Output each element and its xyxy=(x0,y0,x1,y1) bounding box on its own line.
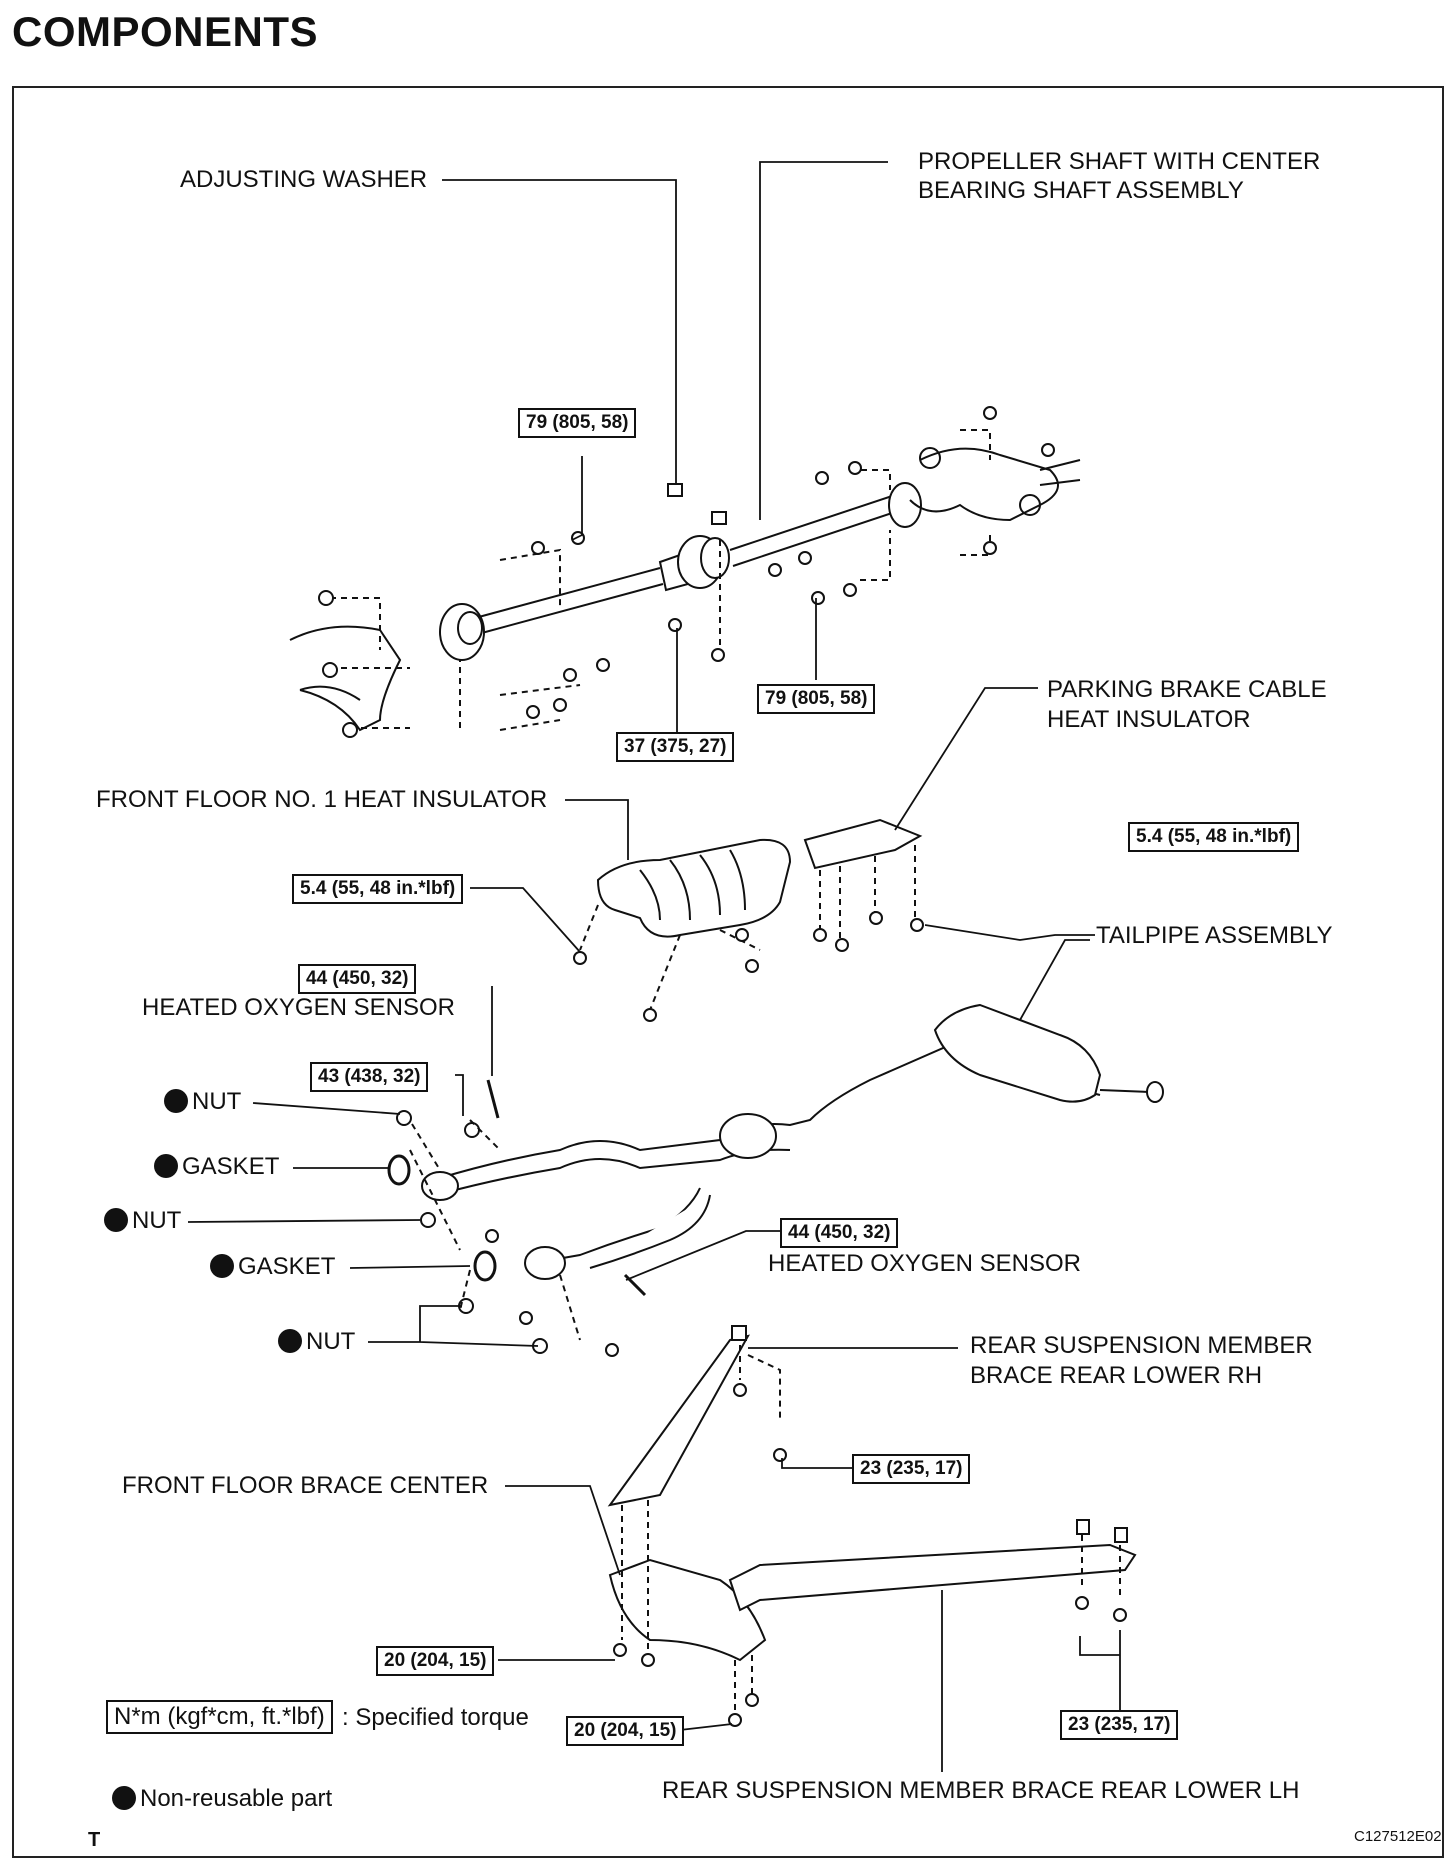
footer-left-mark: T xyxy=(88,1829,101,1851)
label-nut-2: NUT xyxy=(104,1207,181,1235)
label-nut-3: NUT xyxy=(278,1328,355,1356)
label-front-floor-brace: FRONT FLOOR BRACE CENTER xyxy=(122,1472,489,1499)
non-reusable-icon xyxy=(210,1254,234,1278)
figure-code: C127512E02 xyxy=(1354,1828,1442,1845)
label-rear-rh-1: REAR SUSPENSION MEMBER xyxy=(970,1332,1313,1359)
torque-spec: 20 (204, 15) xyxy=(376,1646,495,1676)
label-parking-brake-1: PARKING BRAKE CABLE xyxy=(1047,676,1327,703)
non-reusable-icon xyxy=(112,1786,136,1810)
torque-spec: 23 (235, 17) xyxy=(852,1454,971,1484)
rear-brace-lh-drawing xyxy=(728,1519,1137,1612)
diagram-frame xyxy=(12,86,1444,1858)
label-front-floor-insulator: FRONT FLOOR NO. 1 HEAT INSULATOR xyxy=(96,786,548,813)
page-title: COMPONENTS xyxy=(12,8,319,55)
torque-spec: 43 (438, 32) xyxy=(310,1062,429,1092)
non-reusable-icon xyxy=(104,1208,128,1232)
legend-torque-unit: N*m (kgf*cm, ft.*lbf) xyxy=(106,1700,333,1734)
torque-spec: 37 (375, 27) xyxy=(616,732,735,762)
label-tailpipe: TAILPIPE ASSEMBLY xyxy=(1096,922,1333,949)
torque-spec: 5.4 (55, 48 in.*lbf) xyxy=(1128,822,1300,852)
rear-brace-rh-drawing xyxy=(607,1325,750,1507)
non-reusable-icon xyxy=(154,1154,178,1178)
label-adjusting-washer: ADJUSTING WASHER xyxy=(180,166,428,193)
label-rear-rh-2: BRACE REAR LOWER RH xyxy=(970,1362,1263,1389)
exhaust-pipe-drawing xyxy=(421,1003,1164,1280)
propeller-shaft-drawing xyxy=(289,447,1081,732)
non-reusable-icon xyxy=(164,1089,188,1113)
torque-spec: 23 (235, 17) xyxy=(1060,1710,1179,1740)
parking-brake-insulator-drawing xyxy=(803,818,923,870)
label-gasket-1: GASKET xyxy=(154,1153,279,1181)
torque-spec: 44 (450, 32) xyxy=(298,964,417,994)
torque-spec: 20 (204, 15) xyxy=(566,1716,685,1746)
label-gasket-2: GASKET xyxy=(210,1253,335,1281)
legend-torque-desc: : Specified torque xyxy=(342,1704,529,1731)
non-reusable-icon xyxy=(278,1329,302,1353)
label-heated-oxygen-sensor-1: HEATED OXYGEN SENSOR xyxy=(142,994,455,1021)
label-rear-lh: REAR SUSPENSION MEMBER BRACE REAR LOWER … xyxy=(662,1777,1300,1804)
front-floor-insulator-drawing xyxy=(596,838,792,938)
label-propeller-shaft-2: BEARING SHAFT ASSEMBLY xyxy=(918,177,1244,204)
torque-spec: 79 (805, 58) xyxy=(518,408,637,438)
torque-spec: 44 (450, 32) xyxy=(780,1218,899,1248)
legend-non-reusable: Non-reusable part xyxy=(112,1785,332,1813)
label-parking-brake-2: HEAT INSULATOR xyxy=(1047,706,1251,733)
label-nut-1: NUT xyxy=(164,1088,241,1116)
label-heated-oxygen-sensor-2: HEATED OXYGEN SENSOR xyxy=(768,1250,1081,1277)
label-propeller-shaft-1: PROPELLER SHAFT WITH CENTER xyxy=(918,148,1321,175)
torque-spec: 79 (805, 58) xyxy=(757,684,876,714)
torque-spec: 5.4 (55, 48 in.*lbf) xyxy=(292,874,464,904)
